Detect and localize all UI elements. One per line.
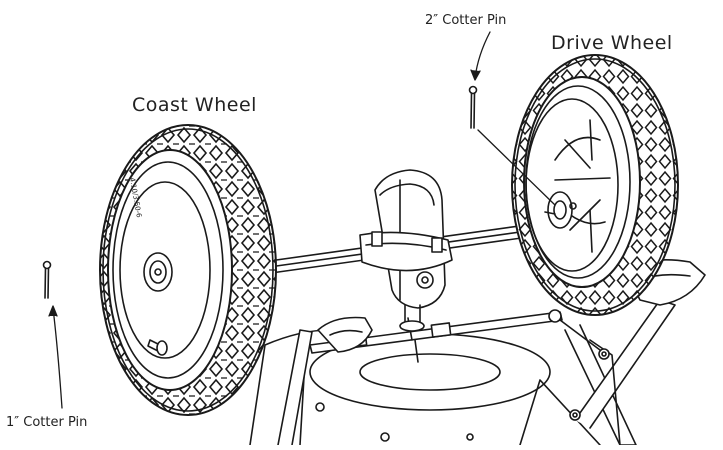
left-pedal [317,316,373,353]
cotter-pin-1in [42,260,52,299]
coast-wheel: 4.10/3.50-6 [99,124,277,416]
frame [249,299,676,446]
label-coast-wheel: Coast Wheel [132,94,257,116]
leader-lines [48,31,556,409]
drive-housing [359,169,453,332]
label-1in-cotter-pin: 1″ Cotter Pin [6,415,88,430]
cotter-pin-2in [468,85,478,129]
label-2in-cotter-pin: 2″ Cotter Pin [425,13,507,28]
label-drive-wheel: Drive Wheel [551,32,673,54]
drive-wheel [511,54,679,316]
